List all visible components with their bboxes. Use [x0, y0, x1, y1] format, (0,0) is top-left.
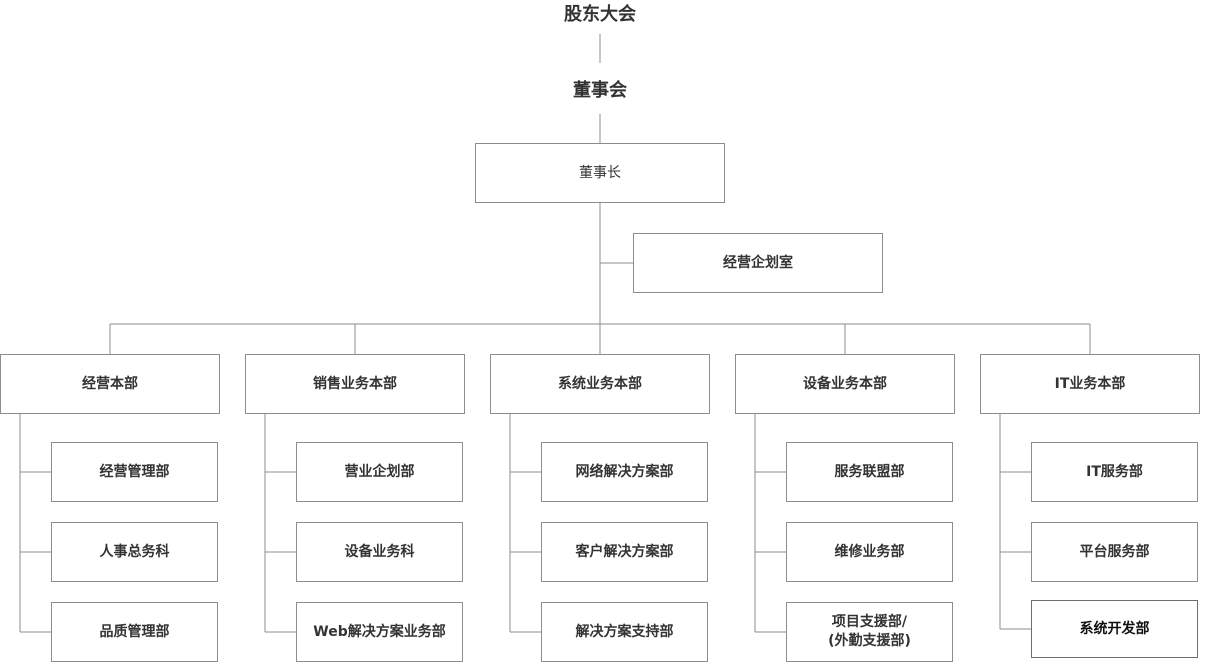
department-box: 平台服务部: [1031, 522, 1198, 582]
division-box: 系统业务本部: [490, 354, 710, 414]
department-box: 解决方案支持部: [541, 602, 708, 662]
division-box: 经营本部: [0, 354, 220, 414]
department-box: IT服务部: [1031, 442, 1198, 502]
division-box: IT业务本部: [980, 354, 1200, 414]
department-box: 人事总务科: [51, 522, 218, 582]
department-box: 经营管理部: [51, 442, 218, 502]
planning-office-box: 经营企划室: [633, 233, 883, 293]
department-box: 客户解决方案部: [541, 522, 708, 582]
division-box: 设备业务本部: [735, 354, 955, 414]
department-box: 品质管理部: [51, 602, 218, 662]
department-box: 项目支援部/ (外勤支援部): [786, 602, 953, 662]
department-box: 维修业务部: [786, 522, 953, 582]
department-box: Web解决方案业务部: [296, 602, 463, 662]
division-box: 销售业务本部: [245, 354, 465, 414]
board-of-directors: 董事会: [573, 80, 627, 101]
shareholders-meeting: 股东大会: [564, 4, 636, 25]
department-box: 系统开发部: [1031, 600, 1198, 658]
department-box: 网络解决方案部: [541, 442, 708, 502]
department-box: 营业企划部: [296, 442, 463, 502]
department-box: 服务联盟部: [786, 442, 953, 502]
chairman-box: 董事长: [475, 143, 725, 203]
department-box: 设备业务科: [296, 522, 463, 582]
